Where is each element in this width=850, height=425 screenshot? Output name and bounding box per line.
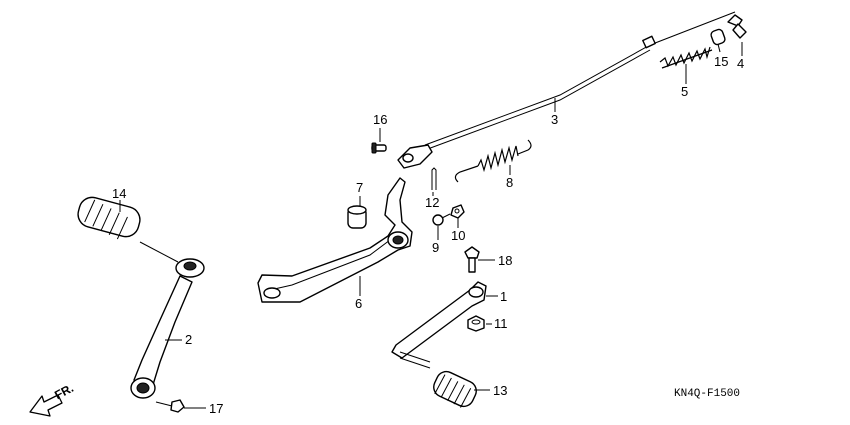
pivot-bolt — [432, 213, 451, 226]
cable-clevis — [397, 144, 433, 169]
label-part-5: 5 — [681, 84, 688, 99]
front-arrow-icon — [29, 394, 63, 417]
pivot-nut — [450, 204, 465, 219]
flange-bolt — [464, 246, 480, 273]
cotter-pin — [431, 167, 437, 190]
clevis-pin — [371, 142, 387, 154]
wing-nut — [727, 14, 747, 39]
label-part-16: 16 — [373, 112, 387, 127]
footrest-rubber-right — [433, 370, 477, 408]
label-part-4: 4 — [737, 56, 744, 71]
pedal-spring — [454, 139, 532, 183]
brake-cable — [424, 11, 736, 151]
label-part-8: 8 — [506, 175, 513, 190]
return-spring — [659, 46, 713, 69]
kick-starter-arm — [130, 241, 205, 399]
label-part-17: 17 — [209, 401, 223, 416]
pedal-bushing — [347, 205, 367, 229]
arm-nut — [467, 315, 485, 332]
footrest-rubber-left — [77, 196, 141, 240]
label-part-3: 3 — [551, 112, 558, 127]
label-part-14: 14 — [112, 186, 126, 201]
label-part-12: 12 — [425, 195, 439, 210]
pinch-bolt — [155, 399, 185, 413]
label-part-13: 13 — [493, 383, 507, 398]
label-part-10: 10 — [451, 228, 465, 243]
label-part-6: 6 — [355, 296, 362, 311]
label-part-1: 1 — [500, 289, 507, 304]
label-part-11: 11 — [494, 316, 508, 331]
label-part-2: 2 — [185, 332, 192, 347]
brake-arm — [391, 281, 487, 369]
label-part-7: 7 — [356, 180, 363, 195]
label-part-9: 9 — [432, 240, 439, 255]
brake-pedal — [257, 177, 413, 303]
leader-lines — [119, 42, 743, 409]
joint-pin — [710, 28, 726, 46]
label-part-18: 18 — [498, 253, 512, 268]
label-part-15: 15 — [714, 54, 728, 69]
diagram-code: KN4Q-F1500 — [674, 388, 740, 400]
